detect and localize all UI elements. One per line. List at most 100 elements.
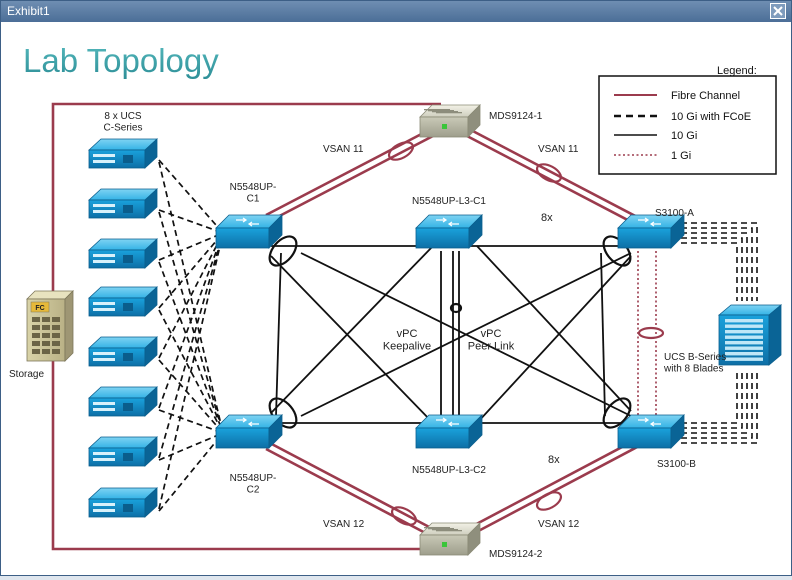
fcoe-link-server2-c1 [158, 209, 224, 234]
link-c2-s3100a-cross [300, 252, 632, 417]
fcoe-link-s3100a-ucsb-4 [681, 237, 743, 301]
ucs-c-series-server-5[interactable] [87, 336, 159, 367]
portchannel-vpc-peer [449, 302, 463, 314]
fcoe-link-server4-c2 [158, 309, 224, 434]
vsan11-right-label: VSAN 11 [538, 144, 579, 155]
ucs-b-series-chassis[interactable] [717, 304, 783, 366]
fc-link-c1-mds1-b [265, 134, 434, 225]
switch-n5548up-l3-c2[interactable] [415, 414, 483, 449]
fcoe-link-s3100a-ucsb-3 [681, 232, 748, 301]
legend-label-fcoe: 10 Gi with FCoE [671, 111, 751, 123]
legend-box [598, 75, 777, 175]
switch-s3100-b[interactable] [617, 414, 685, 449]
fc-link-storage-mds1 [51, 102, 441, 321]
mds-2-label: MDS9124-2 [489, 549, 543, 560]
close-button[interactable] [770, 3, 786, 19]
ucs-c-series-server-1[interactable] [87, 138, 159, 169]
fcoe-link-s3100b-ucsb-5 [681, 373, 738, 424]
vsan12-right-label: VSAN 12 [538, 519, 580, 530]
switch-n5548up-l3-c1[interactable] [415, 214, 483, 249]
portchannel-vsan11-right [535, 163, 563, 183]
fc-link-mds2-s3100b-a [466, 435, 642, 531]
link-l3c2-s3100a [476, 255, 632, 424]
close-icon [773, 6, 783, 16]
fc-link-mds2-s3100b-b [466, 443, 642, 539]
switch-n5548up-c1[interactable] [215, 214, 283, 249]
portchannel-vsan12-right [535, 491, 563, 511]
n5548up-c2-label: N5548UP-C2 [230, 473, 277, 496]
fcoe-link-s3100a-ucsb-2 [681, 227, 753, 301]
switch-n5548up-c2[interactable] [215, 414, 283, 449]
link-c1-l3c2 [270, 255, 434, 424]
fcoe-link-server1-c1 [158, 159, 224, 234]
fcoe-link-s3100a-ucsb-5 [681, 242, 738, 301]
s3100-b-label: S3100-B [657, 459, 696, 470]
diagram-canvas: Lab Topology Legend: Fibre Channel 10 Gi… [1, 22, 791, 575]
eightx-bottom-label: 8x [548, 454, 560, 466]
legend-label-fibre-channel: Fibre Channel [671, 90, 740, 102]
ucs-c-series-server-4[interactable] [87, 286, 159, 317]
ucs-c-series-server-8[interactable] [87, 487, 159, 518]
legend-label-10gi: 10 Gi [671, 130, 697, 142]
ucs-c-series-server-7[interactable] [87, 436, 159, 467]
fc-link-c2-mds2-b [265, 447, 434, 539]
fcoe-link-s3100b-ucsb-3 [681, 373, 748, 434]
portchannel-onegig [637, 326, 665, 340]
fcoe-link-server6-c2 [158, 409, 224, 434]
links-layer [51, 102, 758, 551]
fc-link-c2-mds2-a [265, 439, 434, 531]
fc-link-storage-mds2 [51, 331, 441, 551]
fcoe-link-s3100b-ucsb-1 [681, 373, 758, 444]
storage-label: Storage [9, 369, 44, 380]
switch-mds9124-2[interactable] [419, 522, 481, 556]
link-c2-l3c1 [270, 245, 434, 414]
fcoe-link-server6-c1 [158, 232, 224, 409]
legend: Legend: Fibre Channel 10 Gi with FCoE 10… [598, 65, 777, 175]
nodes-layer: FC [26, 104, 783, 556]
ucs-c-series-server-3[interactable] [87, 238, 159, 269]
fcoe-link-server8-c2 [158, 432, 224, 512]
window-titlebar: Exhibit1 [1, 1, 791, 22]
topology-diagram: Lab Topology Legend: Fibre Channel 10 Gi… [9, 42, 783, 560]
fcoe-link-server5-c2 [158, 359, 224, 434]
s3100-a-label: S3100-A [655, 208, 694, 219]
fcoe-link-server7-c1 [158, 232, 224, 459]
vsan12-left-label: VSAN 12 [323, 519, 365, 530]
ucs-c-series-server-2[interactable] [87, 188, 159, 219]
storage-array[interactable]: FC [26, 290, 74, 362]
fc-link-c1-mds1-a [265, 126, 434, 217]
fcoe-link-s3100b-ucsb-4 [681, 373, 743, 429]
link-c1-c2-left [275, 252, 282, 417]
n5548up-c1-label: N5548UP-C1 [230, 182, 277, 205]
storage-fc-tag: FC [35, 305, 44, 312]
fc-link-mds1-s3100a-a [466, 126, 642, 221]
mds-1-label: MDS9124-1 [489, 111, 543, 122]
legend-label-1gi: 1 Gi [671, 150, 691, 162]
switch-s3100-a[interactable] [617, 214, 685, 249]
fcoe-link-server3-c1 [158, 232, 224, 261]
diagram-title: Lab Topology [23, 42, 219, 79]
fcoe-link-server1-c2 [158, 161, 224, 434]
fcoe-link-s3100a-ucsb-1 [681, 222, 758, 301]
switch-mds9124-1[interactable] [419, 104, 481, 138]
fcoe-link-server7-c2 [158, 432, 224, 461]
n5548up-l3-c2-label: N5548UP-L3-C2 [412, 465, 486, 476]
link-s3100a-s3100b-right [600, 252, 606, 417]
fcoe-link-server8-c1 [158, 232, 224, 510]
fcoe-link-server4-c1 [158, 232, 224, 309]
ucs-c-series-server-6[interactable] [87, 386, 159, 417]
portchannel-vsan12-left [390, 506, 418, 526]
fcoe-link-s3100b-ucsb-2 [681, 373, 753, 439]
legend-heading: Legend: [717, 65, 757, 77]
portchannel-vsan11-left [387, 141, 415, 161]
portchannel-s3100b [602, 397, 632, 429]
vsan11-left-label: VSAN 11 [323, 144, 364, 155]
portchannel-c1 [268, 235, 298, 267]
n5548up-l3-c1-label: N5548UP-L3-C1 [412, 196, 486, 207]
